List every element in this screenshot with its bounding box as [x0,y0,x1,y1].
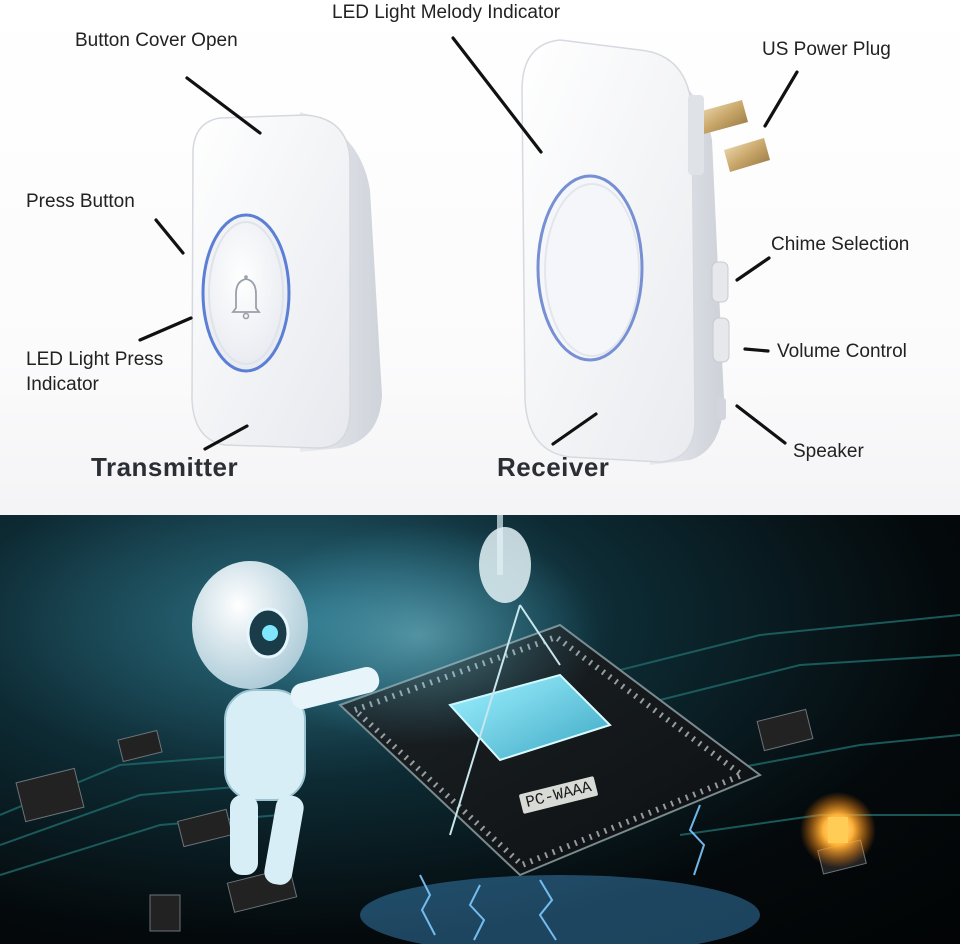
led-press-ring [201,213,291,373]
led-melody-ring [536,174,644,362]
circuit-traces [0,614,960,876]
us-power-plug [688,95,770,175]
label-led-press-indicator-line1: LED Light Press [26,349,164,370]
label-chime-selection: Chime Selection [771,234,910,255]
product-diagram-panel: Button Cover Open Press Button LED Light… [0,0,960,515]
chime-selection-button [711,261,729,303]
label-led-press-indicator-line2: Indicator [26,374,99,395]
transmitter-device [191,39,770,465]
label-receiver: Receiver [497,452,610,482]
speaker-grille [716,398,726,420]
label-led-melody-indicator: LED Light Melody Indicator [332,2,561,23]
label-button-cover-open: Button Cover Open [75,30,238,51]
label-us-power-plug: US Power Plug [762,39,891,60]
label-press-button: Press Button [26,191,135,212]
crane-hook [449,515,561,836]
circuit-scene [0,515,960,944]
volume-control-button [712,317,730,363]
label-volume-control: Volume Control [777,341,907,362]
circuit-robot-illustration: PC-WAAA [0,515,960,944]
bell-icon [231,275,261,320]
robot-figure [192,561,380,885]
orange-led [828,817,848,843]
electric-sparks [419,804,706,941]
label-speaker: Speaker [793,441,864,462]
label-transmitter: Transmitter [91,452,239,482]
